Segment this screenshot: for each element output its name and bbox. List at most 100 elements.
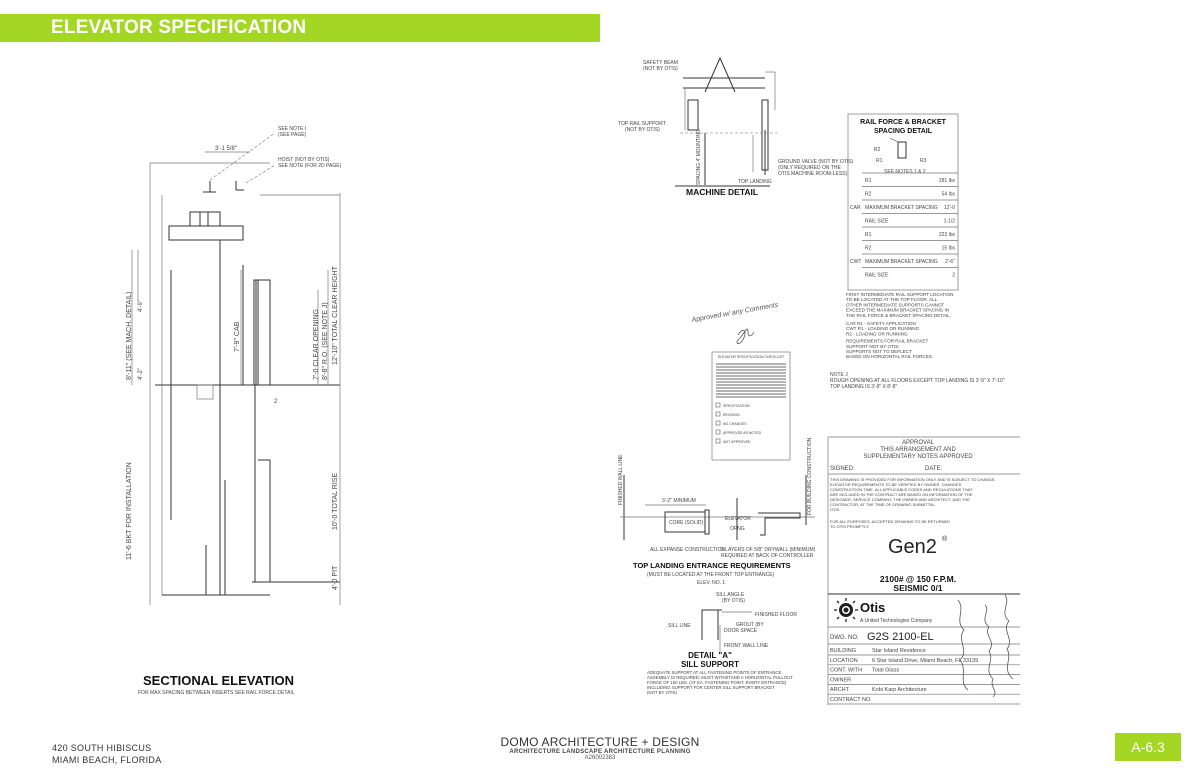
handwritten-approval: Approved w/ any Comments — [690, 302, 779, 344]
pit-dim: 4'-0 PIT — [332, 565, 339, 590]
see-notes-label: SEE NOTES 1 & 2 — [884, 169, 926, 175]
checkbox-icon — [715, 438, 721, 444]
sill-label-by-otis: (BY OTIS) — [722, 598, 745, 604]
wall-left-label: FINISHED WALL LINE — [618, 454, 624, 505]
approval-fine-line: CONTRACTOR, AT THE TIME OF DRAWING SUBMI… — [830, 502, 936, 507]
otis-title-block: APPROVAL THIS ARRANGEMENT AND SUPPLEMENT… — [827, 436, 1020, 705]
ground-valve-label-3: OTIS MACHINE ROOM-LESS) — [778, 171, 848, 177]
brand-name: Otis — [860, 600, 885, 615]
total-rise-dim: 10'-0 TOTAL RISE — [332, 473, 339, 530]
top-landing-detail: FINISHED WALL LINE FOR BUILDING CONSTRUC… — [618, 437, 816, 586]
dim-4-2: 4'-2" — [138, 368, 144, 380]
sill-label-door-space: DOOR SPACE — [724, 628, 758, 634]
address-line-2: MIAMI BEACH, FLORIDA — [52, 755, 162, 765]
ground-valve-label: GROUND VALVE (NOT BY OTIS) — [778, 159, 854, 165]
approval-fine-line: DESIGNER, SERVICE COMPANY, THE OWNER AND… — [830, 497, 970, 502]
bkt-dim: 11'-6 BKT FOR INSTALLATION — [126, 462, 133, 560]
rail-support-label-2: (NOT BY OTIS) — [625, 127, 660, 133]
elev-no-label: ELEV. NO. 1 — [697, 580, 725, 586]
field-label: ARCHT. — [830, 687, 850, 693]
rail-row-value: 1-1/2 — [944, 219, 956, 225]
model-name: Gen2 — [888, 536, 937, 558]
sill-note-1: ADEQUATE SUPPORT AT ALL FASTENING POINTS… — [647, 670, 781, 675]
dwg-no-label: DWG. NO. — [830, 635, 859, 641]
note-j-title: NOTE J — [830, 372, 848, 378]
rail-force-title: RAIL FORCE & BRACKET — [860, 119, 947, 126]
rail-row-value: 12'-0 — [944, 205, 955, 211]
construction-label: ALL EXPANSE CONSTRUCTION — [650, 547, 725, 553]
firm-block: DOMO ARCHITECTURE + DESIGN ARCHITECTURE … — [400, 735, 800, 761]
width-dim: 3'-1 5/8" — [215, 146, 237, 152]
rail-note-line: CWT R1 - LOADING OR RUNNING — [846, 326, 920, 331]
checkbox-icon — [715, 429, 721, 435]
diagram-label-r1: R1 — [876, 158, 883, 164]
drywall-label: 2 LAYERS OF 5/8" DRYWALL (MINIMUM) — [721, 547, 816, 553]
checklist-item: NO CHANGES — [723, 422, 747, 426]
rail-row-label: R2 — [865, 192, 872, 198]
top-landing-title: TOP LANDING ENTRANCE REQUIREMENTS — [633, 561, 791, 570]
sheet-number: A-6.3 — [1115, 733, 1181, 761]
cab-dim: 7'-9" CAB — [234, 321, 241, 352]
rail-note-line: TO BE LOCATED AT THE TOP FLOOR. ALL — [846, 297, 938, 302]
checklist-document: ELEVATOR SPECIFICATION CHECKLIST SPECIFI… — [711, 351, 791, 461]
rail-note-line: BASED ON HORIZONTAL RAIL FORCES. — [846, 354, 933, 359]
rail-note-line: OTHER INTERMEDIATE SUPPORTS CANNOT — [846, 302, 945, 307]
sill-label-sill-line: SILL LINE — [668, 623, 691, 629]
rail-note-line: CAR R1 - SAFETY APPLICATION — [846, 321, 916, 326]
checkbox-icon — [715, 420, 721, 426]
rail-row-group: CWT — [850, 259, 861, 265]
ground-valve-label-2: (ONLY REQUIRED ON THE — [778, 165, 841, 171]
otis-logo-icon — [834, 598, 858, 622]
field-value: Star Island Residence — [872, 648, 926, 654]
seismic-label: SEISMIC 0/1 — [893, 583, 942, 593]
checklist-item: NOT APPROVED — [723, 440, 751, 444]
opng-label: OPNG — [730, 526, 745, 532]
sill-note-4: INCLUDING SUPPORT FOR CENTER SILL SUPPOR… — [647, 685, 775, 690]
diagram-label-r2: R2 — [874, 147, 881, 153]
elevator-label: ELEVATOR — [725, 516, 751, 522]
firm-code: A26002383 — [584, 755, 616, 761]
rail-note-line: SUPPORTS NOT TO DEFLECT — [846, 349, 912, 354]
rail-note-line: FIRST INTERMEDIATE RAIL SUPPORT LOCATION — [846, 292, 953, 297]
rail-note-line: EXCEED THE MAXIMUM BRACKET SPACING IN — [846, 308, 949, 313]
rail-row-label: MAXIMUM BRACKET SPACING — [865, 259, 938, 265]
note-i-label: SEE NOTE I — [278, 126, 306, 132]
hoist-note-2: SEE NOTE (FOR 2D PAGE) — [278, 163, 342, 169]
checkbox-icon — [715, 411, 721, 417]
handwritten-note: Approved w/ any Comments — [690, 302, 779, 324]
safety-beam-label-2: (NOT BY OTIS) — [643, 66, 678, 72]
rail-row-value: 15 lbs — [942, 246, 956, 252]
sectional-elevation-title: SECTIONAL ELEVATION — [143, 673, 294, 688]
rail-note-line: THE RAIL FORCE & BRACKET SPACING DETAIL. — [846, 313, 951, 318]
clear-opening-dim: 7'-0 CLEAR OPENING — [313, 309, 320, 380]
marker-label: 2 — [274, 399, 278, 405]
hoist-note: HOIST (NOT BY OTIS) — [278, 157, 330, 163]
top-landing-label: TOP LANDING — [738, 179, 772, 185]
sill-title-2: SILL SUPPORT — [681, 660, 739, 669]
field-label: BUILDING — [830, 648, 856, 654]
diagram-label-r3: R3 — [920, 158, 927, 164]
sill-support-detail: SILL ANGLE (BY OTIS) FINISHED FLOOR GROU… — [647, 592, 797, 695]
machine-detail: SAFETY BEAM (NOT BY OTIS) TOP RAIL SUPPO… — [618, 56, 854, 197]
rail-force-title-2: SPACING DETAIL — [874, 128, 933, 135]
rail-row-label: R2 — [865, 246, 872, 252]
checklist-item: REVISION — [723, 413, 740, 417]
rail-row-label: R1 — [865, 232, 872, 238]
rail-note-line: R2 - LOADING OR RUNNING — [846, 331, 908, 336]
approval-fine-line: CONSTRUCTION TIME. ALL APPLICABLE CODES … — [830, 487, 973, 492]
checklist-item: SPECIFICATION — [723, 404, 750, 408]
field-label: CONTRACT NO. — [830, 697, 872, 703]
approval-title: APPROVAL — [902, 440, 935, 446]
mach-dim: 8'-11" (SEE MACH. DETAIL) — [126, 292, 133, 380]
rail-row-label: MAXIMUM BRACKET SPACING — [865, 205, 938, 211]
top-landing-subtitle: (MUST BE LOCATED AT THE FRONT TOP ENTRAN… — [647, 572, 775, 578]
sheet-header-bar: ELEVATOR SPECIFICATION — [0, 14, 600, 42]
rail-row-group: CAR — [850, 205, 861, 211]
rail-row-value: 223 lbs — [939, 232, 956, 238]
sill-label-front-wall: FRONT WALL LINE — [724, 643, 769, 649]
machine-vertical-note: SPACING 4' MOUNTING — [696, 129, 702, 185]
field-value: Kobi Karp Architecture — [872, 687, 927, 693]
total-clear-height-dim: 12'-10" TOTAL CLEAR HEIGHT — [332, 265, 339, 365]
checkbox-icon — [715, 402, 721, 408]
